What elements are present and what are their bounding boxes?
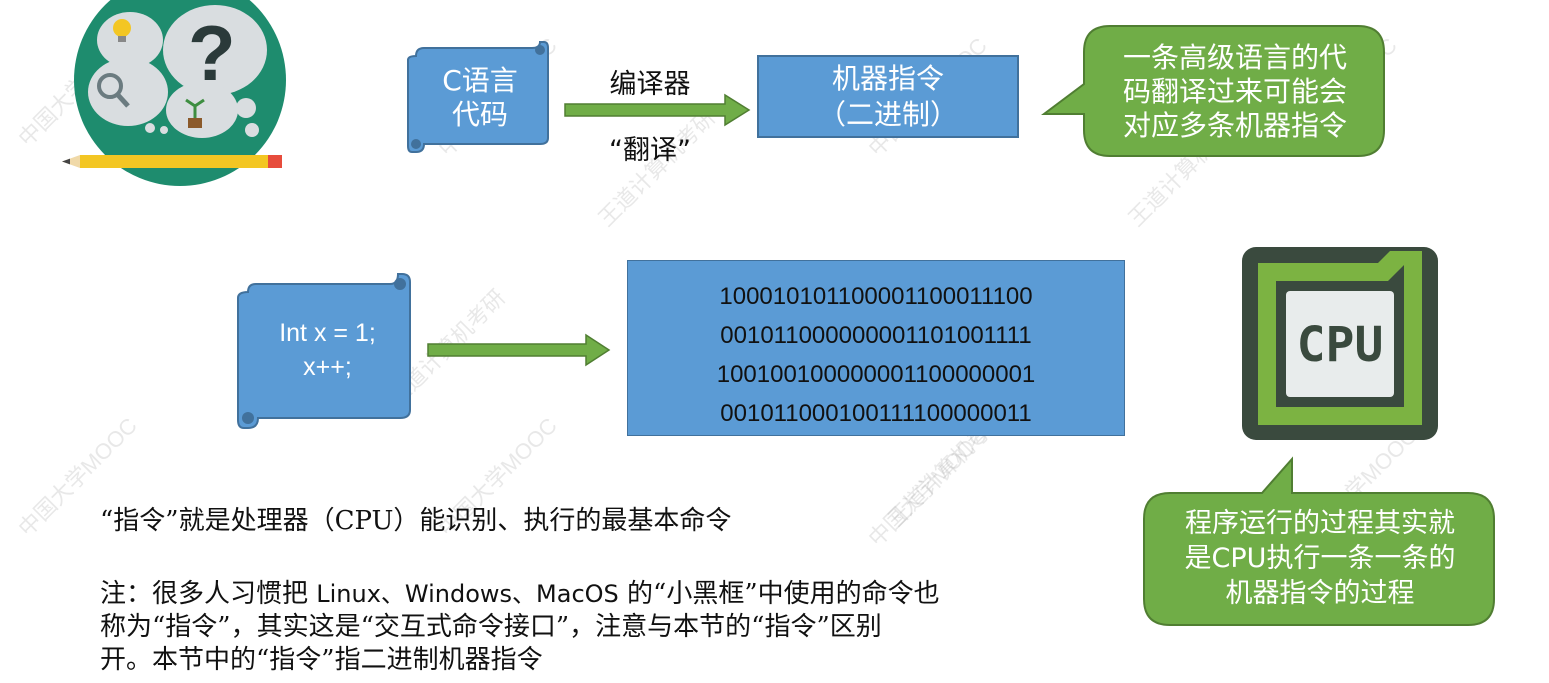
code-to-binary-arrow [427,333,611,367]
cpu-chip-label: CPU [1297,317,1384,373]
callout-line: 对应多条机器指令 [1122,109,1347,142]
binary-instructions-box: 100010101100001100011100 001011000000001… [627,260,1125,436]
code-line: Int x = 1; [279,319,376,347]
c-code-scroll-shape [407,41,549,153]
note-text: 的“小黑框”中使用的命令也 [618,579,940,609]
note-text: 注：很多人习惯把 [100,579,317,609]
compile-arrow [564,93,751,127]
c-code-label: C语言 代码 [420,58,540,138]
translate-label: “翻译” [609,135,691,166]
callout-line: 码翻译过来可能会 [1122,75,1347,108]
binary-line: 001011000100111100000011 [720,400,1032,427]
note-line: 开。本节中的“指令”指二进制机器指令 [100,645,543,675]
binary-line: 100100100000001100000001 [716,361,1036,388]
instruction-definition: “指令”就是处理器（CPU）能识别、执行的最基本命令 [100,506,732,536]
note-os-names: Linux、Windows、MacOS [316,580,619,608]
top-callout-text: 一条高级语言的代 码翻译过来可能会 对应多条机器指令 [1090,30,1380,154]
c-code-line: 代码 [451,98,508,131]
machine-instruction-line: （二进制） [817,97,958,131]
machine-instruction-box: 机器指令 （二进制） [757,55,1019,138]
bottom-callout-text: 程序运行的过程其实就 是CPU执行一条一条的 机器指令的过程 [1150,496,1490,620]
thinking-illustration-icon: ? [62,0,286,186]
note-line: 称为“指令”，其实这是“交互式命令接口”，注意与本节的“指令”区别 [100,612,882,642]
callout-line: 程序运行的过程其实就 [1185,507,1455,539]
note-line: 注：很多人习惯把 Linux、Windows、MacOS 的“小黑框”中使用的命… [100,578,1120,611]
machine-instruction-line: 机器指令 [831,61,944,95]
source-code-scroll-shape [237,273,411,429]
code-line: x++; [303,353,352,381]
svg-text:?: ? [188,9,236,97]
binary-line: 001011000000001101001111 [720,322,1032,349]
callout-line: 机器指令的过程 [1225,577,1415,609]
callout-line: 一条高级语言的代 [1122,41,1347,74]
callout-line: 是CPU执行一条一条的 [1184,542,1456,574]
c-code-line: C语言 [442,64,518,97]
cpu-chip-icon: CPU [1242,247,1438,440]
note-paragraph: 注：很多人习惯把 Linux、Windows、MacOS 的“小黑框”中使用的命… [100,578,1120,677]
top-callout-shape [1041,25,1385,157]
source-code-text: Int x = 1; x++; [250,300,405,400]
compiler-label: 编译器 [609,69,691,100]
binary-line: 100010101100001100011100 [719,283,1033,310]
bottom-callout-shape [1143,456,1495,626]
